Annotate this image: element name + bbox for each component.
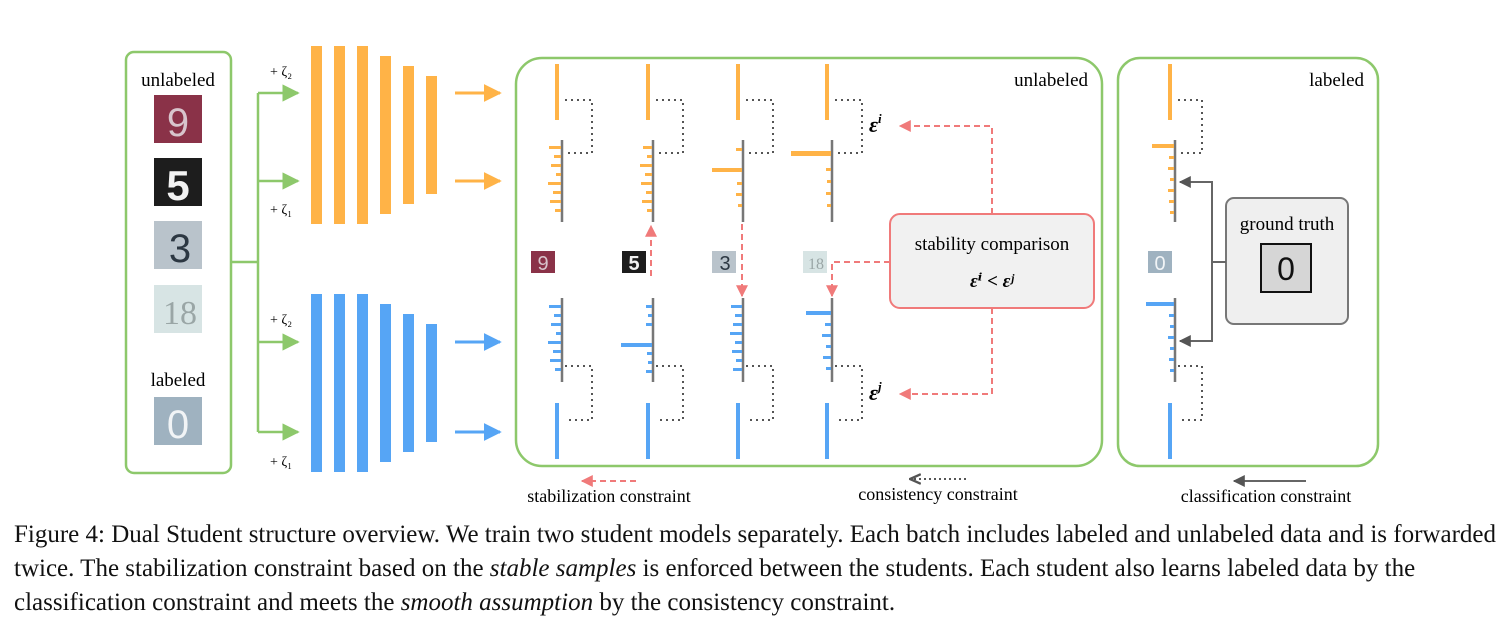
unlabeled-panel-title: unlabeled [1014,70,1088,91]
classification-arrows [1178,176,1226,347]
legend-classification-label: classification constraint [1181,486,1351,506]
stability-comparison-formula: εⁱ < εʲ [970,271,1014,292]
prediction-column-2: 5 [621,64,684,459]
svg-text:0: 0 [167,403,189,447]
input-image-3: 3 [154,221,202,271]
stabilization-arrows [645,120,993,400]
svg-text:18: 18 [163,295,197,332]
input-image-0: 0 [154,397,202,447]
figure-caption: Figure 4: Dual Student structure overvie… [14,521,1497,616]
prediction-column-3: 3 [712,64,774,459]
svg-text:0: 0 [1154,253,1165,275]
legend-classification: classification constraint [1181,475,1351,506]
svg-text:18: 18 [808,256,824,273]
stability-comparison-title: stability comparison [915,234,1070,255]
legend-consistency: consistency constraint [858,479,1018,504]
epsilon-j-label: εj [869,379,882,405]
svg-text:3: 3 [169,227,191,271]
ground-truth-value-box [1260,243,1312,293]
ground-truth-label: ground truth [1240,214,1335,235]
svg-text:9: 9 [537,253,548,275]
svg-text:3: 3 [719,253,730,275]
noise-zeta1-bottom: + ζ₁ [270,455,292,470]
labeled-prediction-column: 0 [1146,64,1203,459]
noise-branch-arrows [231,84,300,441]
legend-stabilization: stabilization constraint [527,475,691,506]
input-image-18: 18 [154,285,202,333]
unlabeled-panel [514,56,1104,468]
student-network-blue [311,294,437,472]
svg-text:5: 5 [166,162,189,209]
epsilon-i-label: εi [869,111,882,137]
prediction-column-1: 9 [531,64,593,459]
noise-zeta2-bottom: + ζ₂ [270,313,292,328]
prediction-column-4: 18 [791,64,863,459]
labeled-panel-title: labeled [1309,70,1364,91]
input-labeled-label: labeled [151,370,206,391]
network-output-arrows [455,84,502,441]
stability-comparison-box [889,213,1095,309]
input-image-5: 5 [154,158,202,209]
student-network-orange [311,46,437,224]
dual-student-diagram: unlabeled 9 5 3 18 labeled 0 + ζ₂ + ζ₁ +… [124,46,1380,506]
legend-stabilization-label: stabilization constraint [527,486,690,506]
input-image-9: 9 [154,95,202,145]
ground-truth-value: 0 [1277,251,1295,287]
noise-zeta2-top: + ζ₂ [270,65,292,80]
svg-text:5: 5 [628,253,639,275]
legend-consistency-label: consistency constraint [858,484,1017,504]
labeled-panel [1116,56,1380,468]
input-unlabeled-label: unlabeled [141,70,215,91]
noise-zeta1-top: + ζ₁ [270,203,292,218]
svg-text:9: 9 [167,101,189,145]
